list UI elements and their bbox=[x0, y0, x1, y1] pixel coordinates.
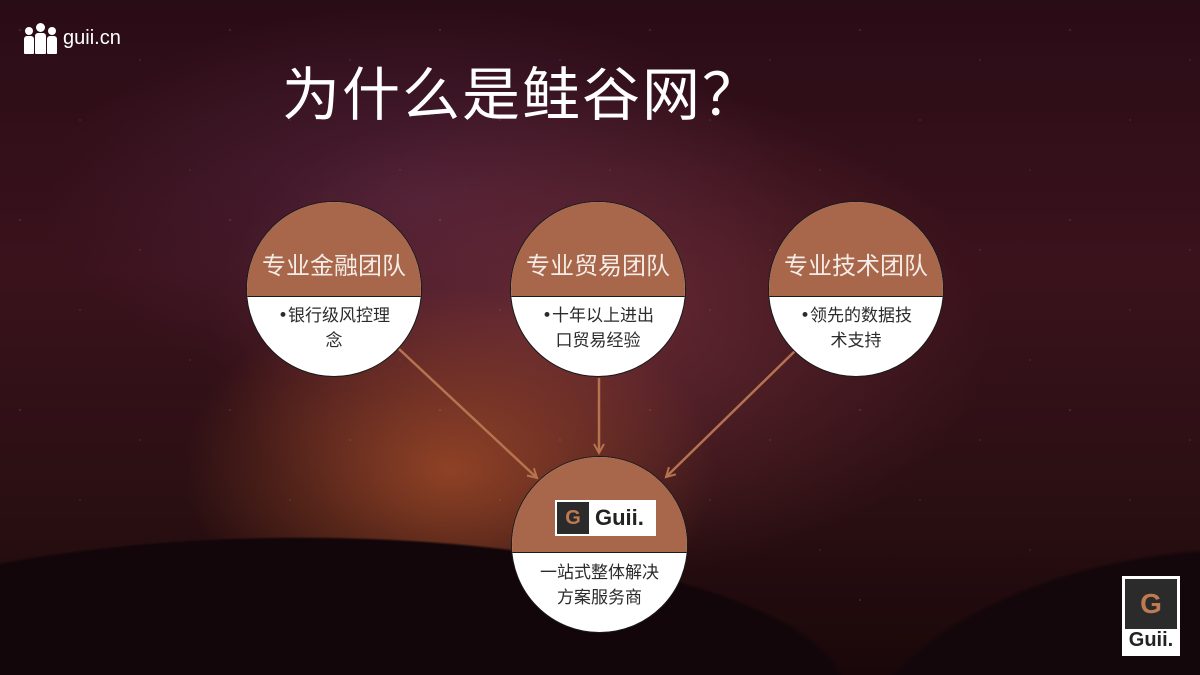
g-logo-icon: G bbox=[1125, 579, 1177, 629]
team-label: 专业贸易团队 bbox=[526, 252, 670, 280]
team-circle-finance: 专业金融团队 •银行级风控理念 bbox=[246, 201, 422, 377]
team-description: •十年以上进出口贸易经验 bbox=[541, 306, 655, 351]
corner-logo-text: Guii. bbox=[1128, 629, 1174, 651]
team-label: 专业金融团队 bbox=[262, 252, 406, 280]
team-label: 专业技术团队 bbox=[784, 252, 928, 280]
logo-text: Guii. bbox=[595, 505, 644, 530]
center-description: 一站式整体解决方案服务商 bbox=[540, 563, 659, 608]
guii-logo: G Guii. bbox=[555, 500, 656, 536]
team-description: •领先的数据技术支持 bbox=[799, 306, 913, 351]
corner-logo: G Guii. bbox=[1122, 576, 1180, 656]
page-title: 为什么是鲑谷网？ bbox=[282, 61, 763, 129]
team-description: •银行级风控理念 bbox=[277, 306, 391, 351]
center-circle-guii: G Guii. 一站式整体解决方案服务商 bbox=[511, 456, 688, 633]
g-logo-icon: G bbox=[557, 502, 589, 534]
team-circle-trade: 专业贸易团队 •十年以上进出口贸易经验 bbox=[510, 201, 686, 377]
site-brand[interactable]: guii.cn bbox=[24, 22, 121, 54]
people-icon bbox=[24, 22, 57, 54]
team-circle-tech: 专业技术团队 •领先的数据技术支持 bbox=[768, 201, 944, 377]
site-name: guii.cn bbox=[63, 26, 121, 49]
